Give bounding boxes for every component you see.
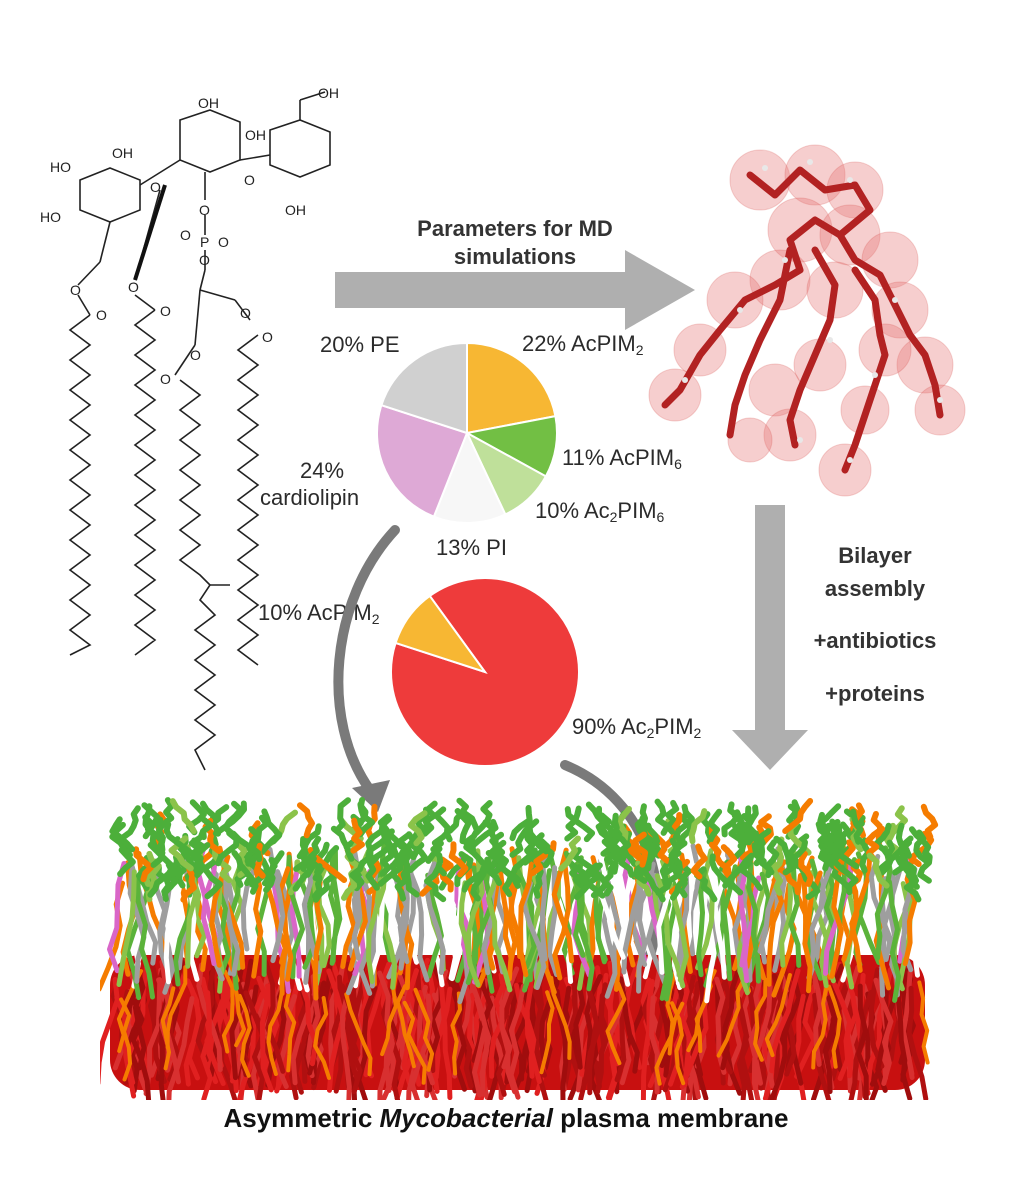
- parameters-label-line1: Parameters for MD: [417, 216, 613, 241]
- oxygen-label: O: [160, 371, 171, 387]
- oxygen-label: O: [150, 179, 161, 195]
- oh-label: OH: [318, 85, 339, 101]
- oxygen-label: O: [240, 305, 251, 321]
- outer-leaflet-pie-chart: [376, 341, 558, 524]
- oxygen-label: O: [190, 347, 201, 363]
- bilayer-assembly-arrow: [732, 505, 808, 770]
- pie-label-ac2pim6: 10% Ac2PIM6: [535, 498, 665, 525]
- oxygen-minus-label: O: [180, 227, 191, 243]
- pie-slice-acpim2: [394, 594, 488, 674]
- oh-label: OH: [245, 127, 266, 143]
- oxygen-label: O: [218, 234, 229, 250]
- oxygen-label: O: [70, 282, 81, 298]
- phosphorus-label: P: [200, 234, 209, 250]
- coarse-grained-molecule-image: [648, 144, 966, 497]
- parameters-arrow: [335, 250, 695, 330]
- bilayer-label-line1: Bilayer: [838, 543, 912, 568]
- pie-label-ac2pim2: 90% Ac2PIM2: [572, 714, 702, 741]
- pie-label-cardiolipin: cardiolipin: [260, 485, 360, 510]
- parameters-label-line2: simulations: [453, 244, 577, 269]
- oxygen-label: O: [160, 303, 171, 319]
- pie-label-acpim2: 22% AcPIM2: [522, 331, 644, 358]
- oh-label: OH: [198, 95, 219, 111]
- pie-slice-acpim2: [466, 341, 557, 435]
- oxygen-label: O: [199, 252, 210, 268]
- oxygen-label: O: [128, 279, 139, 295]
- pie-slice-cardiolipin: [376, 403, 469, 518]
- pie-label-acpim6: 11% AcPIM6: [562, 445, 682, 472]
- inner-leaflet-pie-chart: [390, 577, 580, 767]
- oxygen-label: O: [244, 172, 255, 188]
- figure-caption: Asymmetric Mycobacterial plasma membrane: [223, 1103, 789, 1133]
- oh-label: OH: [112, 145, 133, 161]
- pie-slice-pi: [432, 430, 507, 524]
- antibiotics-label: +antibiotics: [813, 628, 937, 653]
- pie-slice-pe: [380, 341, 468, 435]
- oxygen-label: O: [262, 329, 273, 345]
- bilayer-label-line2: assembly: [824, 576, 926, 601]
- proteins-label: +proteins: [825, 681, 925, 706]
- ho-label: HO: [40, 209, 61, 225]
- oxygen-label: O: [96, 307, 107, 323]
- pie-label-pi: 13% PI: [436, 535, 507, 560]
- oxygen-label: O: [199, 202, 210, 218]
- lipid-chemical-structure: OH OH OH OH OH HO HO OH O O O O P O O O …: [40, 85, 339, 771]
- ho-label: HO: [50, 159, 71, 175]
- pie-label-cardiolipin-pct: 24%: [300, 458, 345, 483]
- membrane-bilayer-image: [100, 797, 939, 1100]
- pie-label-pe: 20% PE: [320, 332, 400, 357]
- oh-label: OH: [285, 202, 306, 218]
